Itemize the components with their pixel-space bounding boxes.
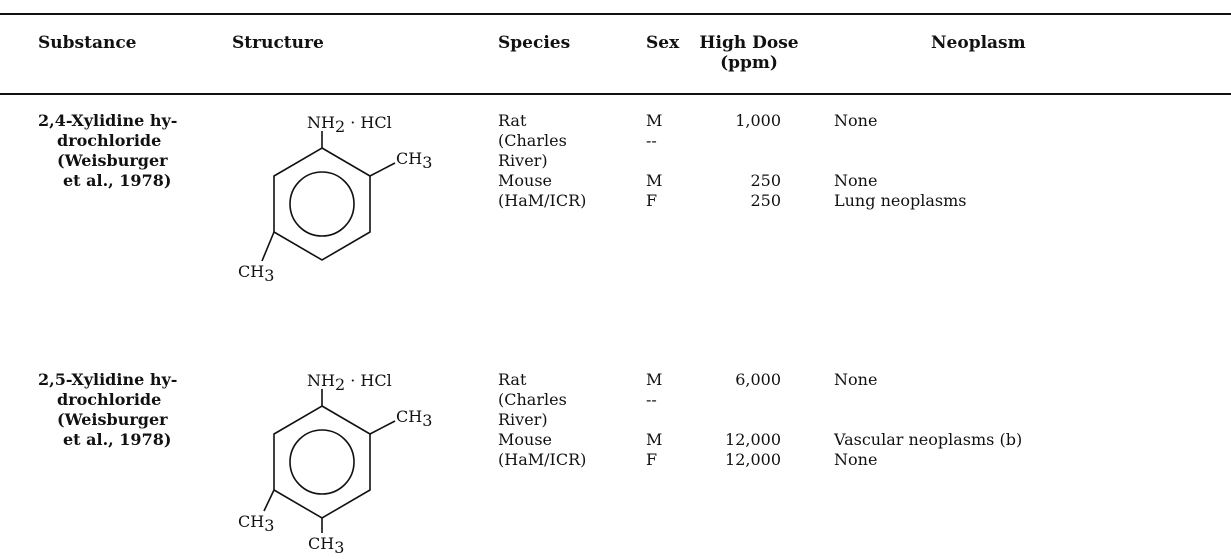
species-line: River) xyxy=(498,410,548,429)
dose-line: 6,000 xyxy=(735,370,781,389)
header-substance: Substance xyxy=(38,33,137,53)
neoplasm-line: None xyxy=(834,370,878,389)
structure-2-4-xylidine: NH2 · HCl CH3 CH3 xyxy=(238,113,432,285)
neoplasm-line xyxy=(834,131,966,151)
neoplasm-cell: None Vascular neoplasms (b) None xyxy=(834,370,1022,470)
neoplasm-line: Lung neoplasms xyxy=(834,191,967,210)
dose-cell: 6,000 12,000 12,000 xyxy=(684,370,781,470)
sex-line: M xyxy=(646,171,663,190)
neoplasm-cell: None None Lung neoplasms xyxy=(834,111,966,211)
sex-line: M xyxy=(646,111,663,130)
neoplasm-line xyxy=(834,151,966,171)
dose-line: 12,000 xyxy=(725,430,781,449)
species-cell: Rat (Charles River) Mouse (HaM/ICR) xyxy=(498,111,586,211)
neoplasm-line: None xyxy=(834,171,878,190)
neoplasm-line: None xyxy=(834,111,878,130)
structure-methyl-label: CH3 xyxy=(396,407,432,430)
neoplasm-line xyxy=(834,410,1022,430)
substance-line: (Weisburger xyxy=(57,151,168,170)
header-high-dose: High Dose (ppm) xyxy=(684,33,814,73)
structure-methyl-label: CH3 xyxy=(238,262,274,285)
sex-line: M xyxy=(646,430,663,449)
structure-amine-label: NH2 · HCl xyxy=(307,113,392,136)
species-line: Rat xyxy=(498,111,527,130)
header-high-dose-line1: High Dose xyxy=(699,33,799,53)
substance-line: 2,4-Xylidine hy- xyxy=(38,111,178,130)
header-structure: Structure xyxy=(232,33,324,53)
substance-cell: 2,5-Xylidine hy- drochloride (Weisburger… xyxy=(38,370,177,450)
header-high-dose-line2: (ppm) xyxy=(720,53,778,73)
sex-line xyxy=(646,410,662,430)
dose-line xyxy=(684,151,781,171)
dose-line: 250 xyxy=(750,191,781,210)
header-species: Species xyxy=(498,33,571,53)
species-line: Rat xyxy=(498,370,527,389)
sex-cell: M -- M F xyxy=(646,111,662,211)
neoplasm-line: None xyxy=(834,450,878,469)
dose-line xyxy=(684,390,781,410)
structure-amine-label: NH2 · HCl xyxy=(307,371,392,394)
species-line: Mouse xyxy=(498,430,552,449)
substance-line: 2,5-Xylidine hy- xyxy=(38,370,178,389)
dose-line: 1,000 xyxy=(735,111,781,130)
sex-line: M xyxy=(646,370,663,389)
neoplasm-line xyxy=(834,390,1022,410)
sex-line: F xyxy=(646,191,658,210)
structure-methyl-label: CH3 xyxy=(396,149,432,172)
dose-line xyxy=(684,410,781,430)
species-cell: Rat (Charles River) Mouse (HaM/ICR) xyxy=(498,370,586,470)
substance-line: drochloride xyxy=(57,131,162,150)
sex-line: -- xyxy=(646,390,657,409)
header-rule xyxy=(0,93,1231,95)
species-line: (Charles xyxy=(498,390,567,409)
dose-cell: 1,000 250 250 xyxy=(684,111,781,211)
header-sex: Sex xyxy=(646,33,680,53)
species-line: Mouse xyxy=(498,171,552,190)
substance-line: drochloride xyxy=(57,390,162,409)
substance-cell: 2,4-Xylidine hy- drochloride (Weisburger… xyxy=(38,111,177,191)
dose-line xyxy=(684,131,781,151)
substance-line: et al., 1978) xyxy=(63,171,172,190)
sex-cell: M -- M F xyxy=(646,370,662,470)
dose-line: 12,000 xyxy=(725,450,781,469)
substance-line: (Weisburger xyxy=(57,410,168,429)
sex-line: -- xyxy=(646,131,657,150)
species-line: (HaM/ICR) xyxy=(498,450,587,469)
structure-methyl-label: CH3 xyxy=(238,512,274,535)
table-top-rule xyxy=(0,13,1231,15)
sex-line: F xyxy=(646,450,658,469)
sex-line xyxy=(646,151,662,171)
species-line: (Charles xyxy=(498,131,567,150)
structure-2-5-xylidine: NH2 · HCl CH3 CH3 CH3 xyxy=(238,371,432,557)
structure-methyl-label: CH3 xyxy=(308,534,344,557)
species-line: River) xyxy=(498,151,548,170)
species-line: (HaM/ICR) xyxy=(498,191,587,210)
neoplasm-line: Vascular neoplasms (b) xyxy=(834,430,1023,449)
dose-line: 250 xyxy=(750,171,781,190)
substance-line: et al., 1978) xyxy=(63,430,172,449)
header-neoplasm: Neoplasm xyxy=(931,33,1026,53)
